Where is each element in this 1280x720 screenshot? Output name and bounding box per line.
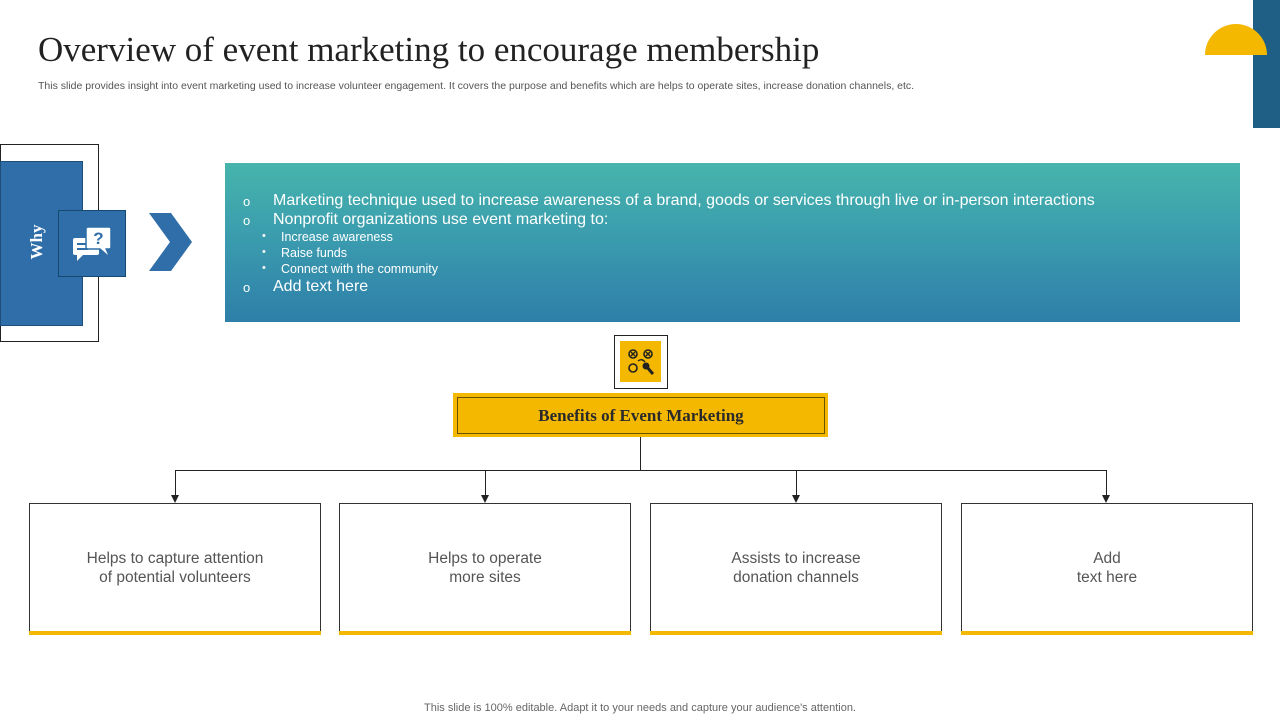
bullet-marker: • (262, 230, 266, 242)
benefit-card: Add text here (961, 503, 1253, 633)
bullet-marker: o (243, 280, 251, 295)
bullet-marker: o (243, 213, 251, 228)
info-sub-item-text: Connect with the community (281, 262, 439, 276)
arrow-down-icon (481, 495, 489, 503)
arrow-down-icon (171, 495, 179, 503)
benefit-card-text: Helps to capture attention (86, 550, 264, 567)
slide-subtitle: This slide provides insight into event m… (38, 80, 915, 92)
benefit-card-text: Helps to operate (428, 550, 542, 567)
connector-line (485, 470, 486, 497)
benefit-card: Helps to capture attention of potential … (29, 503, 321, 633)
info-item-text: Nonprofit organizations use event market… (273, 211, 609, 228)
bullet-marker: • (262, 262, 266, 274)
card-accent-bar (339, 631, 631, 635)
strategy-icon-frame (614, 335, 668, 389)
connector-line (796, 470, 797, 497)
slide-footer: This slide is 100% editable. Adapt it to… (424, 702, 856, 714)
info-item-text: Marketing technique used to increase awa… (273, 192, 1095, 209)
card-accent-bar (961, 631, 1253, 635)
benefit-card-text: more sites (449, 569, 521, 586)
benefit-card-text: Add (1093, 550, 1121, 567)
benefit-card: Helps to operate more sites (339, 503, 631, 633)
info-sub-item-text: Raise funds (281, 246, 348, 260)
strategy-icon (620, 341, 661, 382)
benefits-header-box (453, 393, 828, 437)
corner-decoration-bar (1253, 0, 1280, 128)
connector-line (640, 437, 641, 470)
benefit-card-text: text here (1076, 569, 1138, 586)
card-accent-bar (650, 631, 942, 635)
bullet-marker: o (243, 194, 251, 209)
bullet-marker: • (262, 246, 266, 258)
slide-title: Overview of event marketing to encourage… (38, 30, 820, 69)
chevron-right-icon (149, 213, 192, 271)
benefit-card-text: of potential volunteers (99, 569, 251, 586)
benefit-card-text: Assists to increase (731, 550, 861, 567)
arrow-down-icon (792, 495, 800, 503)
why-label: Why (27, 224, 46, 260)
benefits-title: Benefits of Event Marketing (457, 397, 825, 434)
question-chat-icon: ? (58, 210, 126, 277)
svg-text:?: ? (93, 229, 103, 248)
connector-line (1106, 470, 1107, 497)
connector-line (175, 470, 1107, 471)
info-panel: o Marketing technique used to increase a… (225, 163, 1240, 322)
info-item-text: Add text here (273, 278, 369, 295)
info-sub-item-text: Increase awareness (281, 230, 393, 244)
card-accent-bar (29, 631, 321, 635)
benefit-card: Assists to increase donation channels (650, 503, 942, 633)
benefit-card-text: donation channels (733, 569, 859, 586)
connector-line (175, 470, 176, 497)
arrow-down-icon (1102, 495, 1110, 503)
